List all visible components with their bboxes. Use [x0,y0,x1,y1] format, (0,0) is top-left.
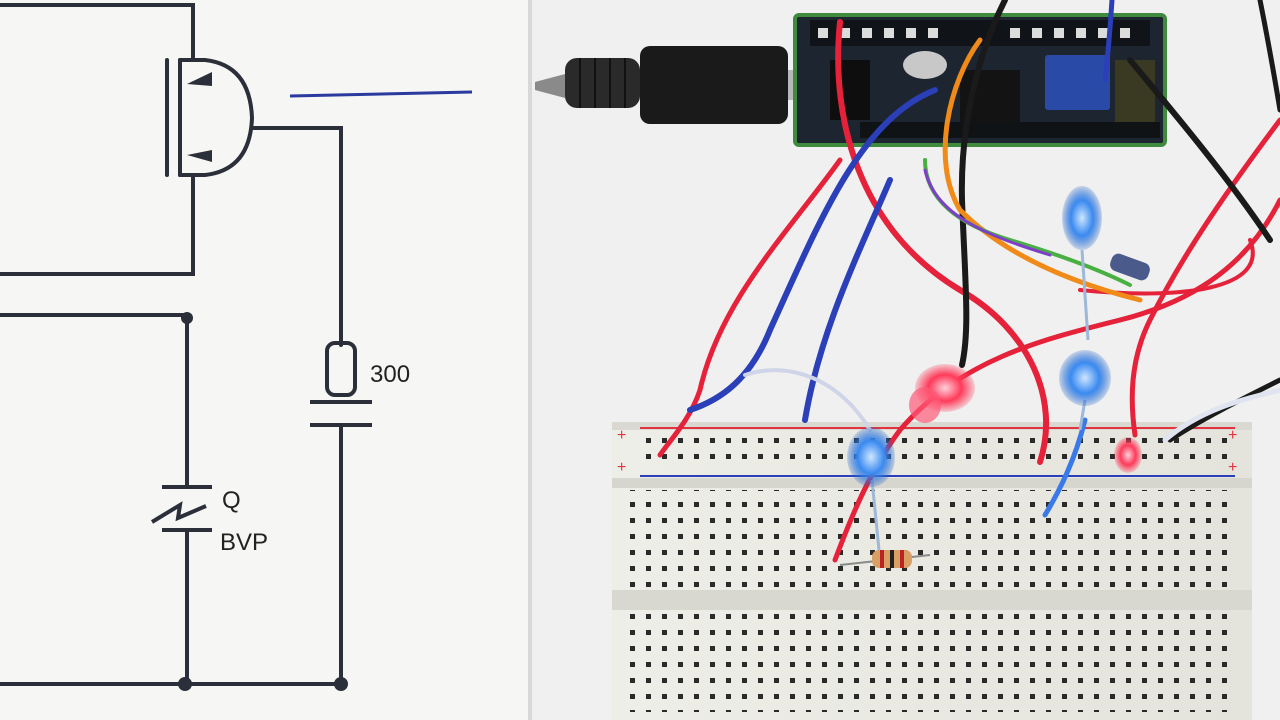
resistor-component [1110,253,1150,281]
schematic-paper: 300 Q BVP [0,0,532,720]
led-red [909,364,975,423]
rail-plus-mark: + [1228,459,1237,476]
junction-dot [334,677,348,691]
component-letter-label: Q [222,487,241,514]
wire-blue [802,177,893,423]
wire-red [835,19,1050,465]
wire-white [1162,387,1280,443]
wire-black [1127,57,1273,243]
wire-black [1167,377,1280,443]
led-blue-top [1062,186,1102,341]
microcontroller-board [793,13,1167,147]
rail-plus-mark: + [617,427,626,444]
resistor-symbol [310,341,372,427]
rail-plus-mark: + [617,459,626,476]
transistor-symbol [150,485,212,532]
pen-stroke [289,90,473,98]
wire-purple [923,168,1052,257]
wire-black [958,0,1008,368]
wire-red [1129,117,1280,438]
resistor-value-label: 300 [370,361,410,388]
component-code-label: BVP [220,529,268,556]
led-blue-middle [1059,350,1111,431]
wire-red [657,157,843,458]
wire-black [1257,0,1280,113]
wire-blue [687,87,938,413]
usb-cable [535,46,802,124]
terminal-holes-lower [628,612,1238,712]
hardware-photo: + + + + [532,0,1280,720]
led-blue-bottom [847,427,895,561]
gate-mark-bottom [187,150,212,162]
rail-holes-top [640,432,1230,468]
wire-white [743,368,872,432]
wire-blue [1042,417,1088,518]
junction-dot [178,677,192,691]
wire-blue [1102,0,1115,83]
gate-mark-top [187,72,212,86]
wire-orange [942,37,1143,303]
led-red-small [1114,437,1142,473]
terminal-holes-upper [628,490,1238,588]
junction-dot [181,312,193,324]
resistor-component [839,550,931,568]
rail-plus-mark: + [1228,427,1237,444]
breadboard: + + + + [612,422,1252,720]
